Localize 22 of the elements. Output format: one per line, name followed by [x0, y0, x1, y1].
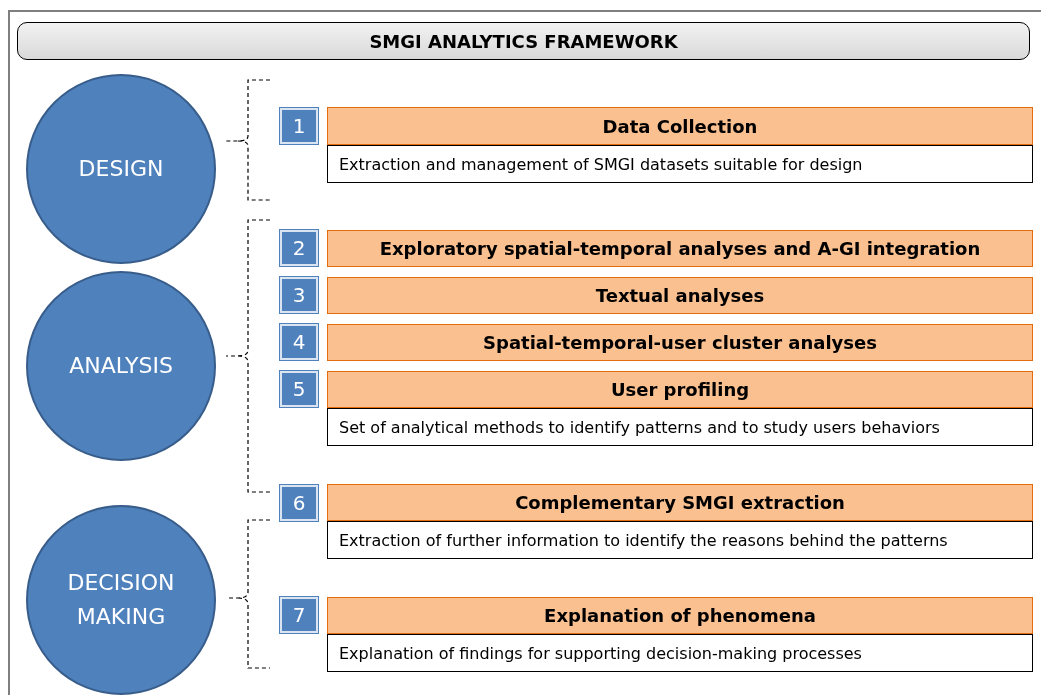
- step-number: 4: [280, 324, 318, 360]
- step-heading: User profiling: [327, 371, 1033, 408]
- step-number: 1: [280, 108, 318, 144]
- step-heading: Complementary SMGI extraction: [327, 484, 1033, 521]
- step-heading: Textual analyses: [327, 277, 1033, 314]
- step-number: 3: [280, 277, 318, 313]
- step-description: Set of analytical methods to identify patterns and to study users behaviors: [327, 408, 1033, 446]
- step-number: 5: [280, 371, 318, 407]
- step-description: Extraction and management of SMGI datasets suitable for design: [327, 145, 1033, 183]
- step-number: 6: [280, 485, 318, 521]
- step-heading: Spatial-temporal-user cluster analyses: [327, 324, 1033, 361]
- decision-making-circle: DECISION MAKING: [26, 505, 216, 695]
- design-circle: DESIGN: [26, 74, 216, 264]
- step-heading: Explanation of phenomena: [327, 597, 1033, 634]
- step-description: Extraction of further information to identify the reasons behind the patterns: [327, 521, 1033, 559]
- step-number: 7: [280, 597, 318, 633]
- step-heading: Data Collection: [327, 107, 1033, 145]
- title-banner: SMGI ANALYTICS FRAMEWORK: [17, 22, 1030, 60]
- step-number: 2: [280, 230, 318, 266]
- step-description: Explanation of findings for supporting decision-making processes: [327, 634, 1033, 672]
- analysis-circle: ANALYSIS: [26, 271, 216, 461]
- step-heading: Exploratory spatial-temporal analyses and A-GI integration: [327, 230, 1033, 267]
